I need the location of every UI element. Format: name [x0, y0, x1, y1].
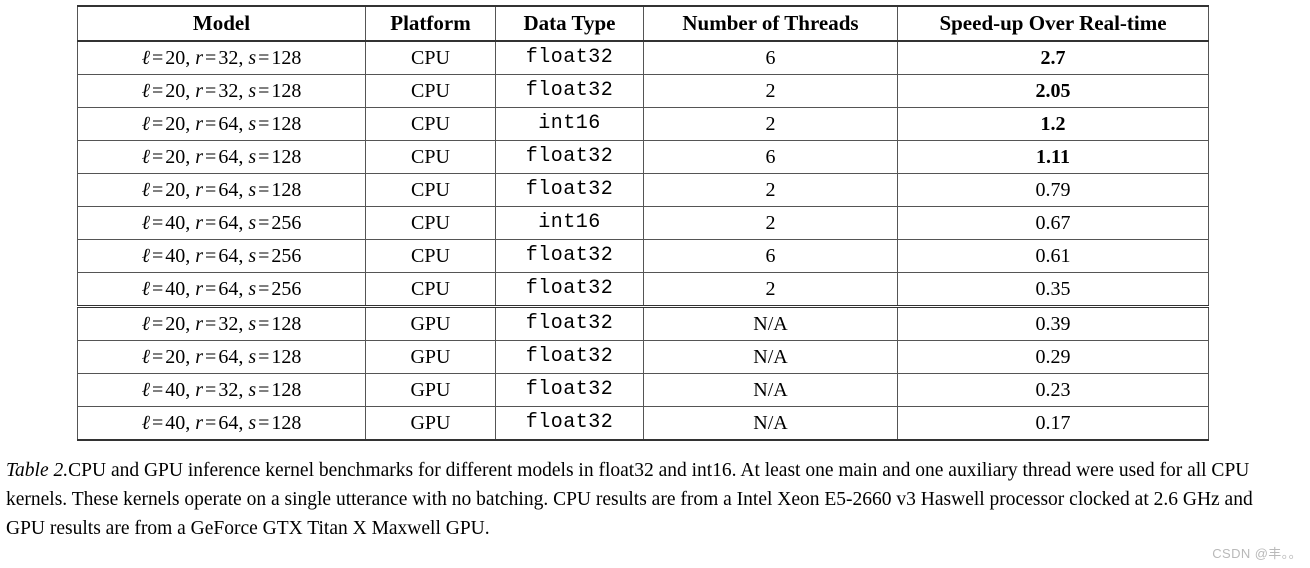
cell-platform: GPU	[365, 340, 496, 374]
cell-speedup: 2.7	[897, 40, 1209, 75]
cell-threads: 6	[643, 239, 898, 273]
cell-model: ℓ=40, r=64, s=256	[77, 239, 366, 273]
cell-data-type: float32	[495, 305, 644, 341]
cell-threads: N/A	[643, 340, 898, 374]
caption-body: CPU and GPU inference kernel benchmarks …	[6, 460, 1253, 539]
cell-speedup: 0.35	[897, 272, 1209, 307]
cell-platform: CPU	[365, 40, 496, 75]
cell-threads: 6	[643, 40, 898, 75]
cell-platform: CPU	[365, 239, 496, 273]
table-header: Model Platform Data Type Number of Threa…	[77, 5, 1209, 42]
cell-threads: 2	[643, 173, 898, 207]
cell-data-type: int16	[495, 206, 644, 240]
cell-data-type: float32	[495, 239, 644, 273]
cell-speedup: 0.79	[897, 173, 1209, 207]
cell-speedup: 1.2	[897, 107, 1209, 141]
cell-data-type: float32	[495, 406, 644, 441]
caption-label: Table 2.	[6, 460, 69, 481]
cell-threads: N/A	[643, 305, 898, 341]
cell-threads: 2	[643, 206, 898, 240]
cell-data-type: int16	[495, 107, 644, 141]
column-header-speedup: Speed-up Over Real-time	[897, 5, 1209, 42]
cell-data-type: float32	[495, 340, 644, 374]
cell-platform: GPU	[365, 305, 496, 341]
cell-data-type: float32	[495, 74, 644, 108]
cell-speedup: 2.05	[897, 74, 1209, 108]
cell-data-type: float32	[495, 373, 644, 407]
benchmark-table-container: Model Platform Data Type Number of Threa…	[77, 5, 1209, 441]
column-header-platform: Platform	[365, 5, 496, 42]
cell-threads: 6	[643, 140, 898, 174]
cell-platform: CPU	[365, 107, 496, 141]
cell-model: ℓ=20, r=32, s=128	[77, 40, 366, 75]
table-header-row: Model Platform Data Type Number of Threa…	[77, 5, 1209, 42]
cell-model: ℓ=20, r=32, s=128	[77, 305, 366, 341]
csdn-watermark: CSDN @丰。。	[1212, 546, 1302, 561]
cell-data-type: float32	[495, 40, 644, 75]
column-header-data-type: Data Type	[495, 5, 644, 42]
cell-model: ℓ=20, r=64, s=128	[77, 173, 366, 207]
table-caption: Table 2.CPU and GPU inference kernel ben…	[6, 456, 1296, 543]
cell-speedup: 0.61	[897, 239, 1209, 273]
cell-threads: N/A	[643, 373, 898, 407]
cell-threads: 2	[643, 74, 898, 108]
benchmark-table: Model Platform Data Type Number of Threa…	[77, 5, 1209, 441]
cell-platform: CPU	[365, 272, 496, 307]
cell-threads: 2	[643, 272, 898, 307]
cell-data-type: float32	[495, 272, 644, 307]
column-header-model: Model	[77, 5, 366, 42]
cell-model: ℓ=40, r=32, s=128	[77, 373, 366, 407]
cell-platform: CPU	[365, 140, 496, 174]
cell-platform: CPU	[365, 74, 496, 108]
column-header-threads: Number of Threads	[643, 5, 898, 42]
cell-speedup: 0.29	[897, 340, 1209, 374]
cell-speedup: 1.11	[897, 140, 1209, 174]
cell-data-type: float32	[495, 173, 644, 207]
cell-model: ℓ=40, r=64, s=128	[77, 406, 366, 441]
cell-threads: 2	[643, 107, 898, 141]
cell-speedup: 0.39	[897, 305, 1209, 341]
cell-speedup: 0.23	[897, 373, 1209, 407]
cell-platform: CPU	[365, 173, 496, 207]
cell-model: ℓ=20, r=64, s=128	[77, 140, 366, 174]
cell-model: ℓ=40, r=64, s=256	[77, 206, 366, 240]
cell-speedup: 0.17	[897, 406, 1209, 441]
cell-platform: GPU	[365, 373, 496, 407]
cell-platform: GPU	[365, 406, 496, 441]
cell-threads: N/A	[643, 406, 898, 441]
cell-data-type: float32	[495, 140, 644, 174]
cell-model: ℓ=20, r=32, s=128	[77, 74, 366, 108]
cell-model: ℓ=20, r=64, s=128	[77, 107, 366, 141]
cell-speedup: 0.67	[897, 206, 1209, 240]
cell-model: ℓ=40, r=64, s=256	[77, 272, 366, 307]
cell-model: ℓ=20, r=64, s=128	[77, 340, 366, 374]
cell-platform: CPU	[365, 206, 496, 240]
